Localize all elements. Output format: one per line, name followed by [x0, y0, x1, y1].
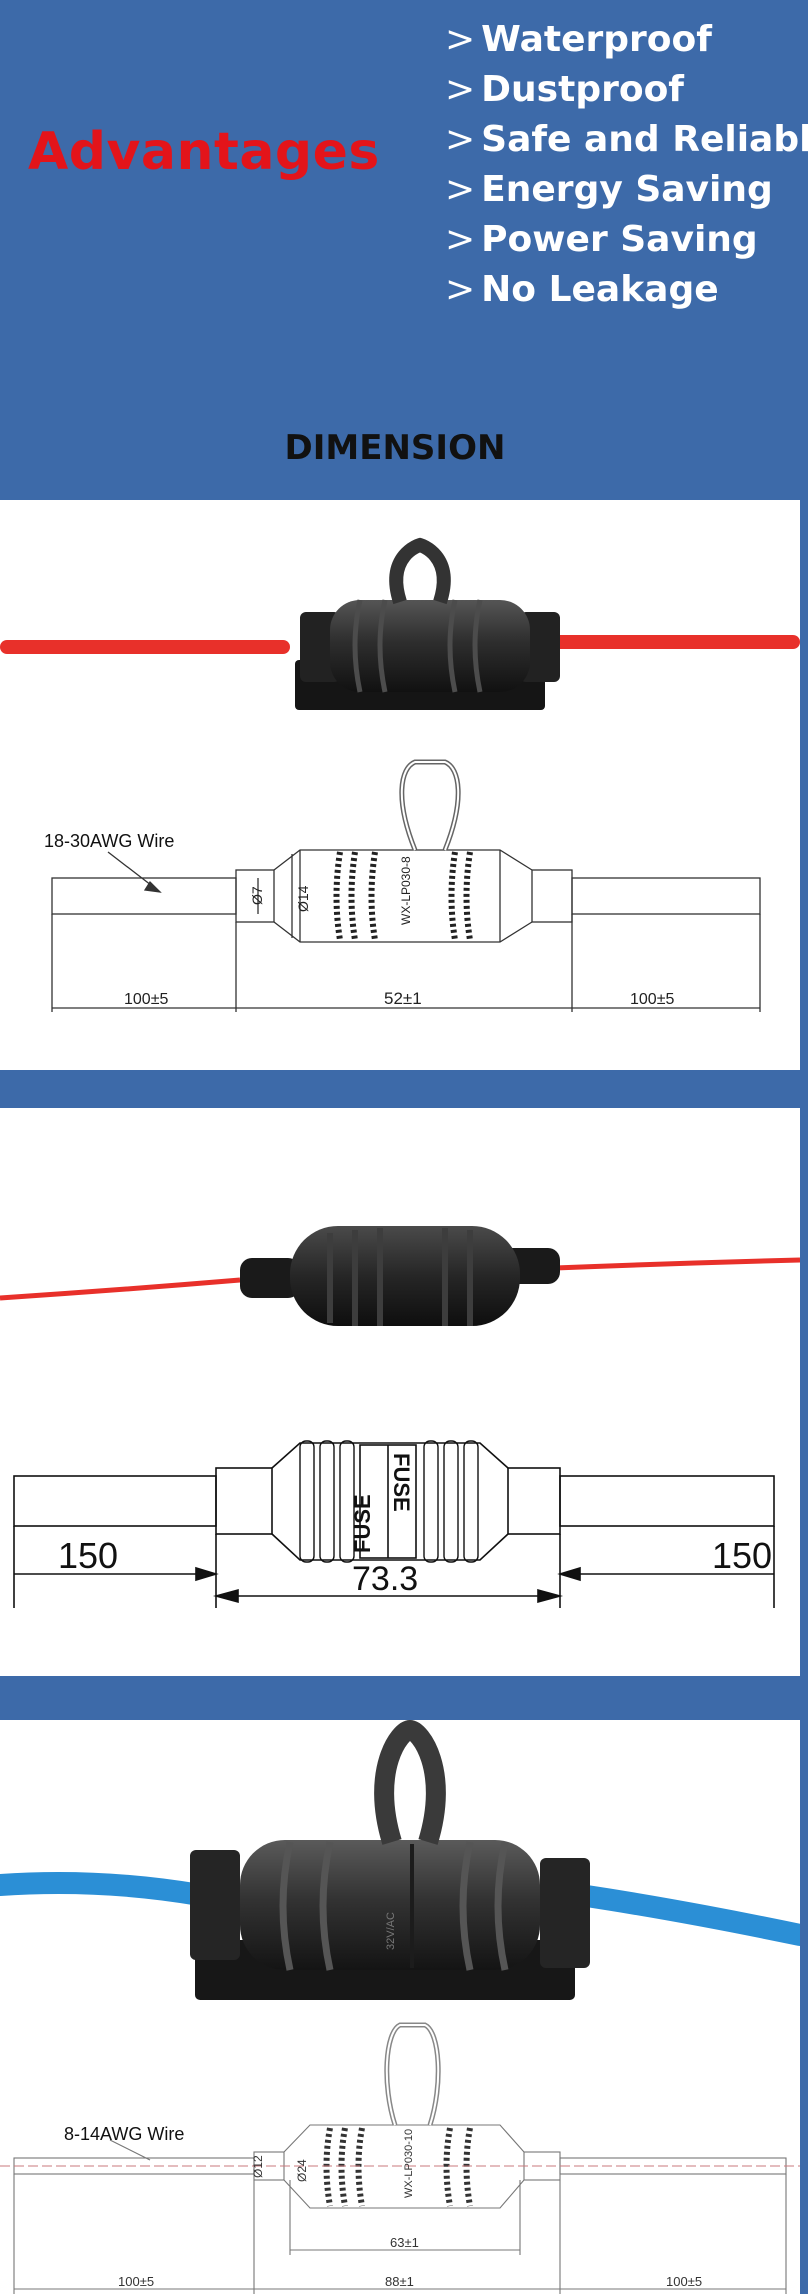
body-model-mark: WX-LP030-8	[399, 856, 413, 925]
product-panel-1: 18-30AWG Wire Ø7 Ø14 WX-LP030-8 100±5 52…	[0, 500, 800, 1070]
large-diameter-label: Ø24	[295, 2159, 309, 2182]
dimension-middle: 88±1	[385, 2274, 414, 2289]
dimension-right: 100±5	[666, 2274, 702, 2289]
advantage-item: >Safe and Reliable	[445, 118, 808, 168]
large-diameter-label: Ø14	[295, 885, 311, 912]
wire-gauge-label: 8-14AWG Wire	[64, 2124, 184, 2144]
arrow-marker-icon: >	[445, 119, 476, 160]
blue-wire-right	[569, 1884, 800, 1946]
dimension-middle: 73.3	[352, 1560, 418, 1598]
hanging-loop	[374, 1720, 446, 1845]
advantage-item: >Energy Saving	[445, 168, 808, 218]
advantage-item: >Dustproof	[445, 68, 808, 118]
red-wire-left	[0, 1277, 241, 1301]
red-wire-left	[0, 640, 290, 654]
dimension-body: 63±1	[390, 2235, 419, 2250]
advantage-label: Power Saving	[481, 219, 758, 260]
product-panel-3: 32V/AC 8-14AWG Wire Ø12 Ø24	[0, 1720, 800, 2294]
advantages-list: >Waterproof >Dustproof >Safe and Reliabl…	[445, 18, 808, 318]
advantage-label: Energy Saving	[481, 169, 773, 210]
product-2-drawing	[13, 1440, 775, 1608]
body-photo-mark: 32V/AC	[385, 1912, 397, 1950]
dimension-heading: DIMENSION	[284, 428, 506, 468]
dimension-middle: 52±1	[384, 989, 422, 1008]
advantage-item: >No Leakage	[445, 268, 808, 318]
red-wire-right	[545, 635, 800, 649]
advantage-label: Dustproof	[481, 69, 684, 110]
body-model-mark: WX-LP030-10	[403, 2129, 415, 2198]
product-3-figure: 32V/AC 8-14AWG Wire Ø12 Ø24	[0, 1720, 800, 2294]
dimension-right: 150	[712, 1535, 772, 1576]
arrow-marker-icon: >	[445, 69, 476, 110]
blue-wire-left	[0, 1871, 211, 1906]
fuse-label-right: FUSE	[389, 1453, 414, 1512]
red-wire-right	[554, 1257, 800, 1271]
dimension-left: 100±5	[124, 991, 168, 1008]
product-3-photo	[0, 1720, 800, 2000]
advantage-label: Waterproof	[481, 19, 712, 60]
advantage-label: No Leakage	[481, 269, 719, 310]
arrow-marker-icon: >	[445, 19, 476, 60]
advantage-label: Safe and Reliable	[481, 119, 808, 160]
advantage-item: >Power Saving	[445, 218, 808, 268]
product-2-figure: FUSE FUSE 150 73.3 150	[0, 1226, 800, 1608]
arrow-marker-icon: >	[445, 219, 476, 260]
advantage-item: >Waterproof	[445, 18, 808, 68]
advantages-title: Advantages	[28, 122, 380, 182]
small-diameter-label: Ø12	[251, 2155, 265, 2178]
product-1-drawing	[51, 759, 761, 1012]
dimension-left: 150	[58, 1535, 118, 1576]
hanging-loop	[389, 537, 451, 605]
wire-gauge-label: 18-30AWG Wire	[44, 831, 174, 851]
product-2-photo	[0, 1226, 800, 1326]
inline-fuse-body	[290, 1226, 520, 1326]
small-diameter-label: Ø7	[249, 886, 265, 905]
fuse-label-left: FUSE	[350, 1494, 375, 1553]
product-1-figure: 18-30AWG Wire Ø7 Ø14 WX-LP030-8 100±5 52…	[0, 537, 800, 1012]
product-panel-2: FUSE FUSE 150 73.3 150	[0, 1108, 800, 1676]
dimension-right: 100±5	[630, 991, 674, 1008]
dimension-left: 100±5	[118, 2274, 154, 2289]
arrow-marker-icon: >	[445, 169, 476, 210]
product-1-photo	[0, 537, 800, 710]
product-3-drawing	[0, 2022, 800, 2294]
arrow-marker-icon: >	[445, 269, 476, 310]
